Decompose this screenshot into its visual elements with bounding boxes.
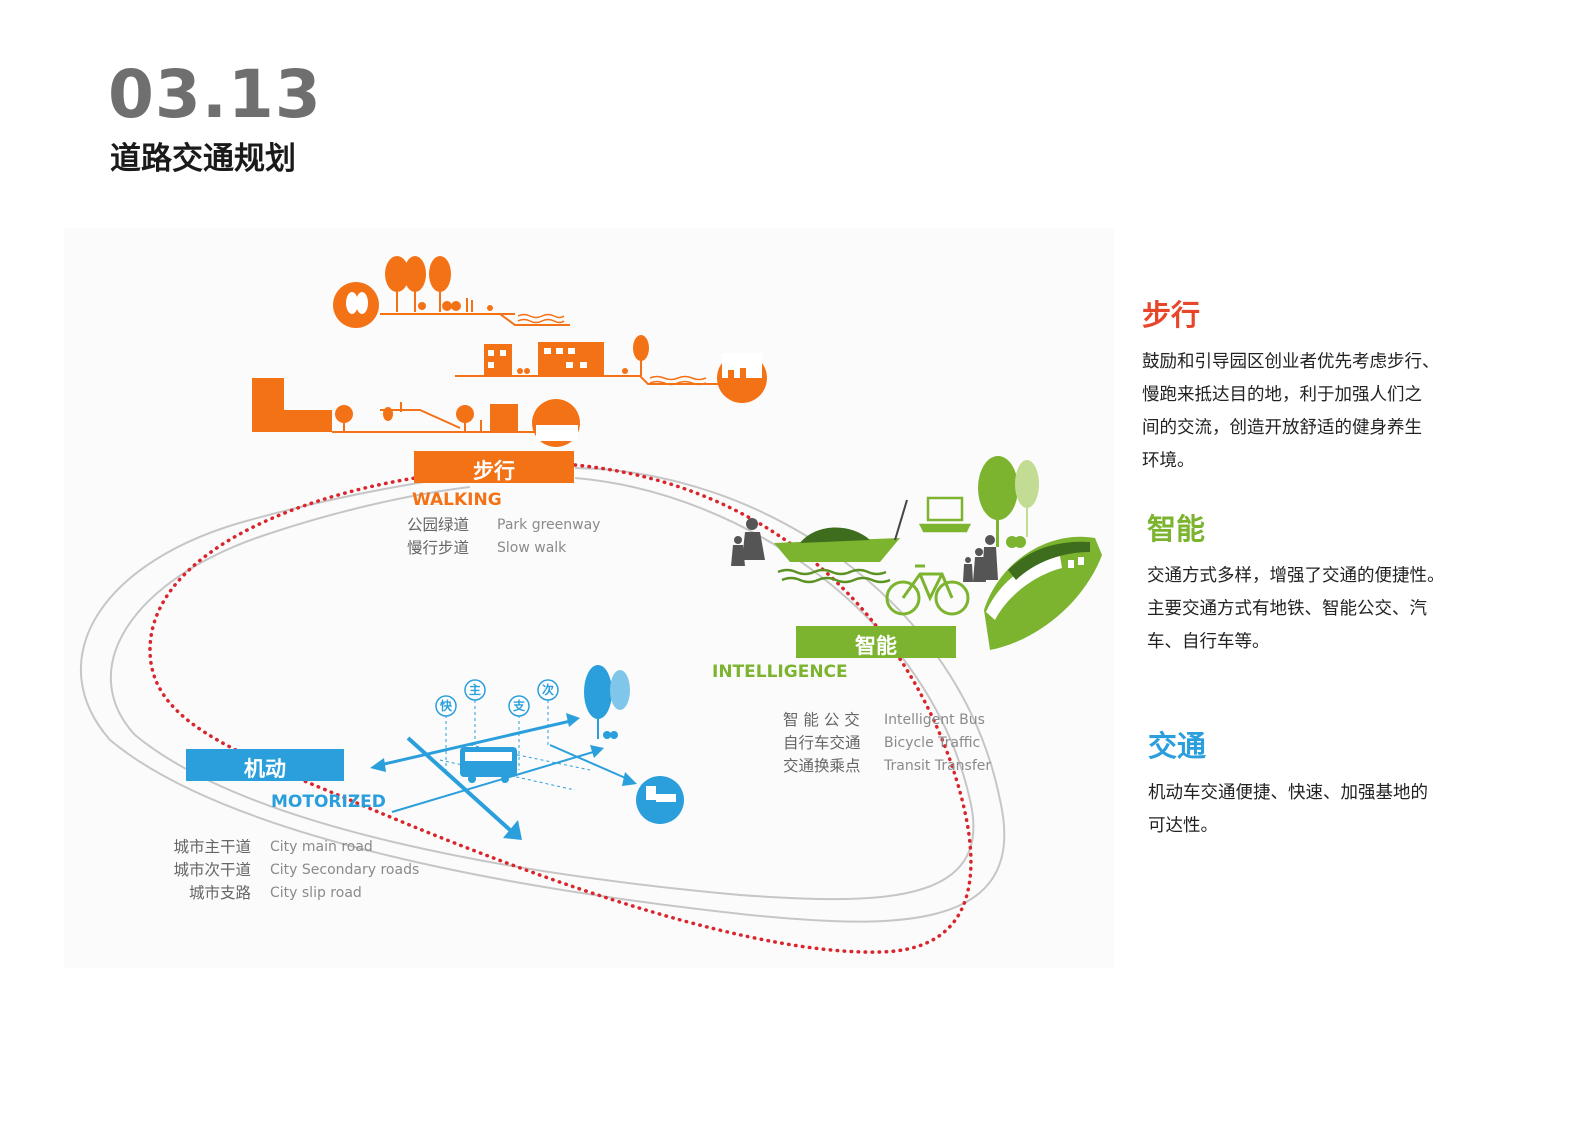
water-icon [649, 375, 707, 386]
tree-icon [633, 335, 649, 376]
motorized-legend-cn: 城市主干道 城市次干道 城市支路 [150, 836, 251, 905]
intelligence-caption: INTELLIGENCE [712, 662, 848, 682]
legend-item: City slip road [270, 885, 362, 901]
family-icon [731, 518, 765, 566]
road-arrow-icon [370, 713, 637, 840]
side-heading-intelligence: 智能 [1147, 512, 1206, 546]
side-line: 可达性。 [1148, 815, 1218, 836]
family-icon [963, 535, 998, 582]
road-tag-fast: 快 [439, 699, 452, 713]
legend-item: 智 能 公 交 [783, 711, 860, 729]
legend-item: Park greenway [497, 517, 601, 533]
pedestrian-icon [418, 302, 426, 310]
legend-item: City Secondary roads [270, 862, 420, 878]
walking-caption: WALKING [412, 490, 502, 510]
side-body-intelligence: 交通方式多样，增强了交通的便捷性。 主要交通方式有地铁、智能公交、汽 车、自行车… [1147, 560, 1477, 659]
bicycle-icon [885, 564, 970, 616]
page-title: 道路交通规划 [110, 141, 296, 177]
motorized-scene [370, 665, 684, 840]
walking-legend-en: Park greenway Slow walk [497, 514, 600, 560]
road-tag-secondary: 次 [541, 683, 554, 697]
walking-band [414, 451, 574, 483]
orbit-line-inner [109, 477, 975, 901]
legend-item: 交通换乘点 [783, 757, 861, 775]
pedestrian-icon [466, 298, 468, 312]
tree-icon [335, 405, 474, 432]
water-icon [517, 313, 565, 324]
legend-item: Bicycle Traffic [884, 735, 981, 751]
pedestrian-icon [517, 368, 523, 374]
bus-icon [460, 747, 517, 783]
legend-item: 慢行步道 [407, 539, 470, 557]
side-line: 鼓励和引导园区创业者优先考虑步行、 [1142, 351, 1440, 372]
legend-item: 自行车交通 [783, 734, 861, 752]
legend-item: 城市支路 [188, 884, 251, 902]
road-tag-main: 主 [468, 683, 481, 697]
pedestrian-icon [442, 301, 452, 311]
tree-icon [584, 665, 630, 739]
section-number: 03.13 [108, 56, 322, 133]
road-tag-branch: 支 [512, 699, 525, 713]
walking-scene [252, 256, 767, 447]
walking-label: 步行 [473, 459, 515, 483]
intelligence-legend-en: Intelligent Bus Bicycle Traffic Transit … [884, 709, 991, 778]
train-icon [984, 536, 1102, 650]
motorized-band [186, 749, 344, 781]
side-line: 间的交流，创造开放舒适的健身养生 [1142, 417, 1422, 438]
side-line: 主要交通方式有地铁、智能公交、汽 [1147, 598, 1427, 619]
motorized-caption: MOTORIZED [271, 792, 386, 812]
side-line: 环境。 [1142, 450, 1195, 471]
building-icon [252, 378, 518, 432]
walking-legend-cn: 公园绿道 慢行步道 [407, 514, 469, 560]
motorized-label: 机动 [244, 757, 286, 781]
legend-item: Slow walk [497, 540, 567, 556]
side-heading-walking: 步行 [1142, 298, 1201, 332]
side-line: 车、自行车等。 [1147, 631, 1270, 652]
legend-item: Transit Transfer [884, 758, 992, 774]
pedestrian-icon [400, 402, 402, 412]
tree-icon [346, 292, 358, 314]
side-heading-traffic: 交通 [1148, 729, 1207, 763]
laptop-icon [918, 496, 972, 533]
side-body-traffic: 机动车交通便捷、快速、加强基地的 可达性。 [1148, 777, 1478, 843]
building-circle-icon [636, 776, 684, 824]
intelligence-label: 智能 [855, 634, 897, 658]
side-line: 机动车交通便捷、快速、加强基地的 [1148, 782, 1428, 803]
building-icon [484, 342, 604, 376]
road-tag-markers [435, 679, 559, 717]
intelligence-scene [731, 456, 1102, 650]
tree-icon [385, 256, 451, 312]
motorized-legend-en: City main road City Secondary roads City… [270, 836, 419, 905]
legend-item: City main road [270, 839, 373, 855]
tree-icon [356, 292, 368, 314]
intelligence-legend-cn: 智 能 公 交 自行车交通 交通换乘点 [783, 709, 861, 778]
side-note-walking: 步行 鼓励和引导园区创业者优先考虑步行、 慢跑来抵达目的地，利于加强人们之 间的… [1142, 298, 1472, 478]
legend-item: 公园绿道 [407, 516, 470, 534]
side-line: 交通方式多样，增强了交通的便捷性。 [1147, 565, 1445, 586]
side-body-walking: 鼓励和引导园区创业者优先考虑步行、 慢跑来抵达目的地，利于加强人们之 间的交流，… [1142, 346, 1472, 478]
water-icon [777, 568, 891, 584]
side-line: 慢跑来抵达目的地，利于加强人们之 [1142, 384, 1422, 405]
legend-item: 城市次干道 [173, 861, 251, 879]
boat-icon [774, 499, 908, 562]
legend-item: 城市主干道 [173, 838, 251, 856]
tree-icon [978, 456, 1039, 548]
side-note-traffic: 交通 机动车交通便捷、快速、加强基地的 可达性。 [1148, 729, 1478, 843]
legend-item: Intelligent Bus [884, 712, 985, 728]
intelligence-band [796, 626, 956, 658]
side-note-intelligence: 智能 交通方式多样，增强了交通的便捷性。 主要交通方式有地铁、智能公交、汽 车、… [1147, 512, 1477, 659]
